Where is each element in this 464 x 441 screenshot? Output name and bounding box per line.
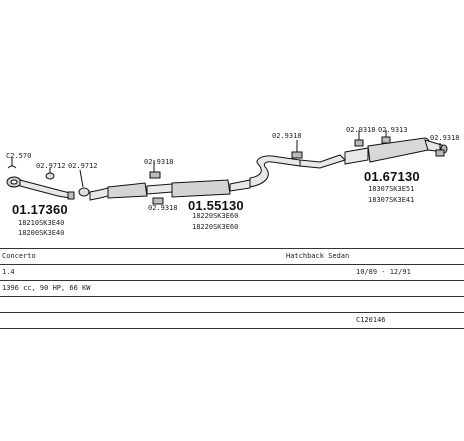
oem-number: 18210SK3E40 [18, 219, 65, 227]
part-number-rear-silencer[interactable]: 01.67130 [364, 169, 420, 184]
divider [0, 280, 464, 281]
divider [0, 312, 464, 313]
vehicle-body: Hatchback Sedan [286, 252, 350, 260]
rubber-mount-icon [152, 197, 164, 205]
oem-number: 18220SK3E60 [192, 223, 239, 231]
mount-label: 02.9318 [148, 204, 178, 212]
middle-section [89, 179, 251, 201]
clamp-label: C2.570 [6, 152, 32, 160]
rear-pipe [249, 154, 346, 188]
front-pipe [6, 176, 75, 200]
vehicle-years: 10/89 - 12/91 [356, 268, 411, 276]
oem-number: 18200SK3E40 [18, 229, 65, 237]
divider [0, 248, 464, 249]
vehicle-engine: 1.4 [2, 268, 15, 276]
rubber-mount-icon [435, 143, 445, 157]
gasket-icon [45, 168, 55, 180]
oem-number: 18307SK3E41 [368, 196, 415, 204]
clamp-icon [7, 158, 17, 169]
oem-number: 18220SK3E60 [192, 212, 239, 220]
catalog-code: C120146 [356, 316, 386, 324]
vehicle-spec: 1396 cc, 90 HP, 66 KW [2, 284, 91, 292]
oem-number: 18307SK3E51 [368, 185, 415, 193]
vehicle-model: Concerto [2, 252, 36, 260]
mount-label: 02.9318 [144, 158, 174, 166]
rubber-mount-icon [381, 130, 391, 144]
exhaust-system-diagram [6, 130, 448, 205]
mount-label: 02.9318 [272, 132, 302, 140]
rubber-mount-icon [291, 140, 303, 159]
rubber-mount-icon [149, 160, 161, 179]
rubber-mount-icon [354, 130, 364, 147]
divider [0, 328, 464, 329]
gasket-label: 02.9712 [68, 162, 98, 170]
gasket-icon [78, 169, 90, 197]
divider [0, 264, 464, 265]
mount-label: 02.9318 [346, 126, 376, 134]
divider [0, 296, 464, 297]
part-number-middle-section[interactable]: 01.55130 [188, 198, 244, 213]
mount-label: 02.9318 [430, 134, 460, 142]
mount-label: 02.9313 [378, 126, 408, 134]
gasket-label: 02.9712 [36, 162, 66, 170]
part-number-front-pipe[interactable]: 01.17360 [12, 202, 68, 217]
